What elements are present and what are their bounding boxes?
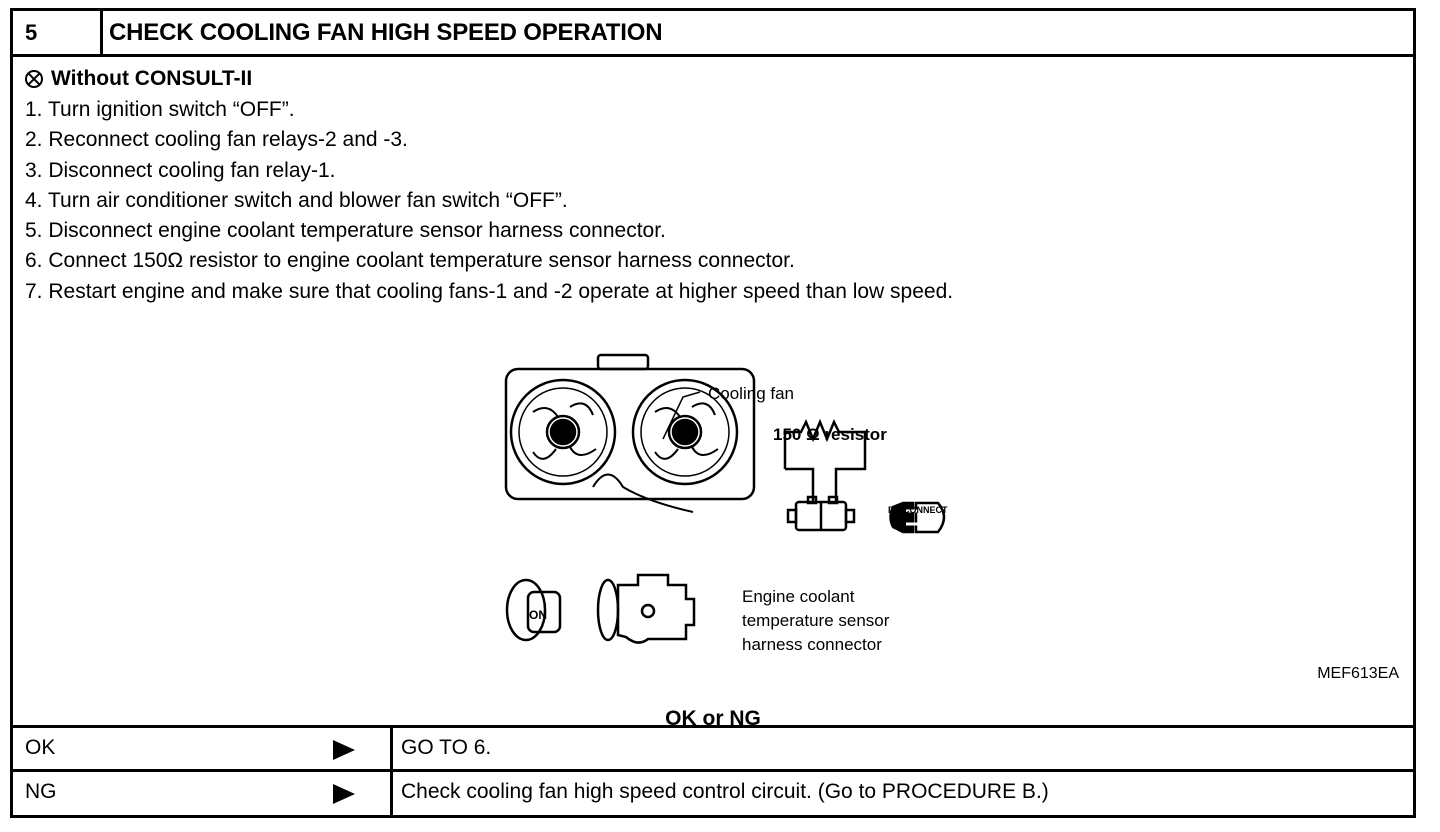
step-list: 1. Turn ignition switch “OFF”. 2. Reconn… (25, 95, 953, 307)
engine-icon (596, 573, 696, 644)
result-row-ok: OK GO TO 6. (13, 725, 1413, 769)
column-divider (390, 728, 393, 769)
step-item: 2. Reconnect cooling fan relays-2 and -3… (25, 128, 408, 152)
illustration: ON Cooling fan 150 Ω resistor DISCONNECT… (498, 327, 978, 657)
disconnect-label: DISCONNECT (888, 505, 948, 515)
result-label: NG (25, 780, 57, 803)
mode-label: Without CONSULT-II (51, 67, 253, 90)
resistor-drawing (783, 418, 867, 532)
arrow-right-icon (333, 784, 355, 804)
instruction-cell: Without CONSULT-II 1. Turn ignition swit… (13, 57, 1413, 730)
no-consult-icon (25, 70, 43, 88)
step-title: CHECK COOLING FAN HIGH SPEED OPERATION (109, 19, 663, 46)
connector-label-line1: Engine coolant (742, 587, 855, 606)
step-item: 7. Restart engine and make sure that coo… (25, 279, 954, 303)
disconnect-icon (889, 501, 946, 534)
connector-label-line3: harness connector (742, 635, 882, 654)
result-action: Check cooling fan high speed control cir… (401, 780, 1049, 803)
step-item: 1. Turn ignition switch “OFF”. (25, 98, 295, 121)
result-question: OK or NG (665, 707, 761, 730)
ignition-key-icon (505, 578, 562, 642)
column-divider (390, 772, 393, 815)
key-on-label: ON (529, 608, 547, 622)
procedure-table: 5 CHECK COOLING FAN HIGH SPEED OPERATION… (10, 8, 1416, 818)
cooling-fan-label: Cooling fan (708, 384, 795, 403)
result-label: OK (25, 736, 56, 759)
result-row-ng: NG Check cooling fan high speed control … (13, 769, 1413, 815)
step-item: 3. Disconnect cooling fan relay-1. (25, 158, 336, 182)
header-row: 5 CHECK COOLING FAN HIGH SPEED OPERATION (13, 11, 1413, 57)
resistor-label: 150 Ω resistor (773, 425, 887, 444)
arrow-right-icon (333, 740, 355, 760)
cooling-fan-drawing (504, 353, 756, 501)
step-number: 5 (13, 11, 103, 54)
illustration-drawing: ON (504, 353, 946, 644)
step-item: 5. Disconnect engine coolant temperature… (25, 219, 666, 243)
result-action: GO TO 6. (401, 736, 492, 759)
figure-code: MEF613EA (1317, 665, 1399, 682)
step-item: 4. Turn air conditioner switch and blowe… (25, 188, 568, 212)
step-item: 6. Connect 150Ω resistor to engine coola… (25, 249, 795, 273)
connector-label-line2: temperature sensor (742, 611, 890, 630)
mode-heading: Without CONSULT-II (25, 67, 252, 91)
